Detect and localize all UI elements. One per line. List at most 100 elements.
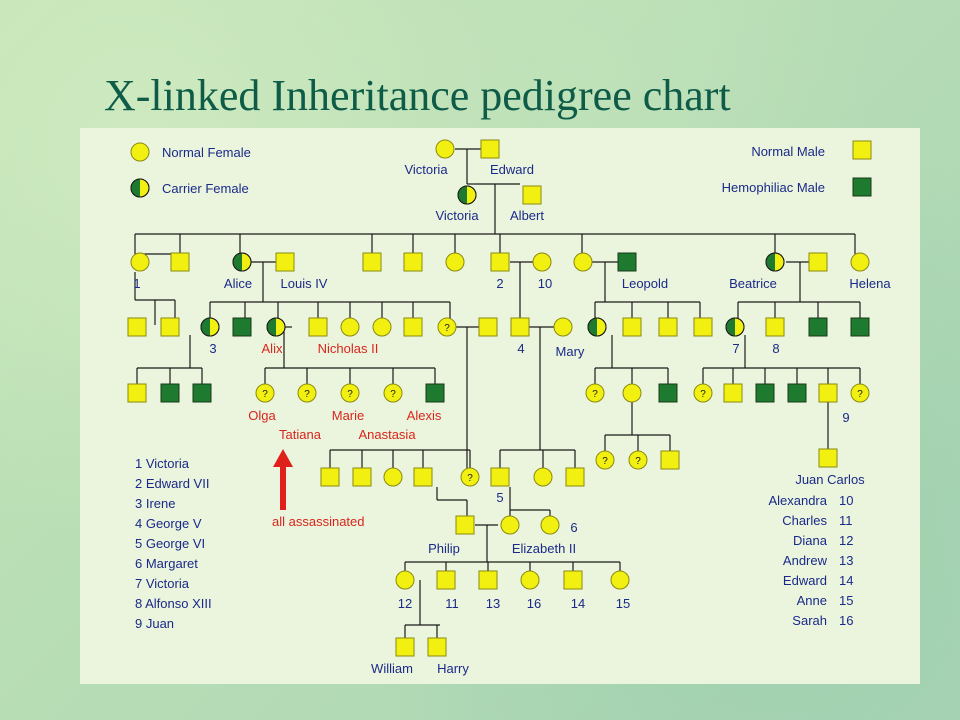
male-symbol xyxy=(723,383,743,403)
hemophiliac-male-symbol xyxy=(425,383,445,403)
male-symbol xyxy=(522,185,542,205)
person-label: 15 xyxy=(616,596,630,611)
unknown-mark: ? xyxy=(602,456,608,467)
unknown-mark: ? xyxy=(444,323,450,334)
hemophiliac-male-symbol xyxy=(160,383,180,403)
female-symbol xyxy=(610,570,630,590)
unknown-mark: ? xyxy=(262,389,268,400)
male-symbol xyxy=(765,317,785,337)
person-label: 2 xyxy=(496,276,503,291)
female-symbol xyxy=(520,570,540,590)
female-symbol xyxy=(595,450,615,470)
person-label: 11 xyxy=(445,596,459,611)
person-label: Mary xyxy=(556,344,585,359)
key-right-name: Edward xyxy=(783,573,827,588)
female-symbol xyxy=(532,252,552,272)
female-symbol xyxy=(383,383,403,403)
female-symbol xyxy=(255,383,275,403)
carrier-half-fill xyxy=(766,253,775,271)
carrier-half-fill xyxy=(458,186,467,204)
unknown-mark: ? xyxy=(857,389,863,400)
key-right-name: Charles xyxy=(782,513,827,528)
female-symbol xyxy=(130,252,150,272)
female-symbol xyxy=(435,139,455,159)
legend-normal-male: Normal Male xyxy=(751,144,825,159)
female-symbol xyxy=(850,383,870,403)
male-symbol xyxy=(413,467,433,487)
key-left-entry: 3 Irene xyxy=(135,496,175,511)
female-symbol xyxy=(628,450,648,470)
male-symbol xyxy=(403,317,423,337)
male-symbol xyxy=(436,570,456,590)
male-symbol xyxy=(455,515,475,535)
legend-hemophiliac-male: Hemophiliac Male xyxy=(722,180,825,195)
carrier-half-fill xyxy=(233,253,242,271)
hemophiliac-male-symbol xyxy=(852,177,872,197)
female-symbol xyxy=(622,383,642,403)
person-label: 7 xyxy=(732,341,739,356)
key-left-entry: 5 George VI xyxy=(135,536,205,551)
romanov-label: Anastasia xyxy=(358,427,416,442)
unknown-mark: ? xyxy=(592,389,598,400)
person-label: Albert xyxy=(510,208,544,223)
key-right-name: Sarah xyxy=(792,613,827,628)
annotation-label: all assassinated xyxy=(272,514,365,529)
female-symbol xyxy=(553,317,573,337)
person-label: 8 xyxy=(772,341,779,356)
female-symbol xyxy=(383,467,403,487)
key-left-entry: 2 Edward VII xyxy=(135,476,209,491)
red-arrow-icon xyxy=(273,449,293,510)
key-left-entry: 8 Alfonso XIII xyxy=(135,596,212,611)
female-symbol xyxy=(340,383,360,403)
person-label: 14 xyxy=(571,596,585,611)
key-left-entry: 7 Victoria xyxy=(135,576,190,591)
female-symbol xyxy=(130,142,150,162)
person-label: 6 xyxy=(570,520,577,535)
male-symbol xyxy=(308,317,328,337)
female-symbol xyxy=(340,317,360,337)
romanov-label: Marie xyxy=(332,408,365,423)
unknown-mark: ? xyxy=(700,389,706,400)
person-label: Edward xyxy=(490,162,534,177)
romanov-label: Alexis xyxy=(407,408,442,423)
unknown-mark: ? xyxy=(390,389,396,400)
male-symbol xyxy=(818,383,838,403)
hemophiliac-male-symbol xyxy=(617,252,637,272)
male-symbol xyxy=(127,317,147,337)
person-label: Victoria xyxy=(404,162,448,177)
carrier-half-fill xyxy=(267,318,276,336)
hemophiliac-male-symbol xyxy=(850,317,870,337)
male-symbol xyxy=(808,252,828,272)
person-label: Louis IV xyxy=(281,276,328,291)
carrier-outline xyxy=(266,317,286,337)
slide-title: X-linked Inheritance pedigree chart xyxy=(104,71,731,120)
person-label: 5 xyxy=(496,490,503,505)
female-symbol xyxy=(693,383,713,403)
person-label: William xyxy=(371,661,413,676)
male-symbol xyxy=(658,317,678,337)
romanov-label: Nicholas II xyxy=(318,341,379,356)
carrier-half-fill xyxy=(201,318,210,336)
female-symbol xyxy=(460,467,480,487)
female-symbol xyxy=(500,515,520,535)
key-right-name: Diana xyxy=(793,533,828,548)
carrier-outline xyxy=(232,252,252,272)
person-label: Alice xyxy=(224,276,252,291)
carrier-half-fill xyxy=(588,318,597,336)
female-symbol xyxy=(395,570,415,590)
male-symbol xyxy=(127,383,147,403)
key-right-name: Anne xyxy=(797,593,827,608)
male-symbol xyxy=(352,467,372,487)
person-label: Harry xyxy=(437,661,469,676)
key-right-number: 16 xyxy=(839,613,853,628)
person-label: 4 xyxy=(517,341,524,356)
hemophiliac-male-symbol xyxy=(755,383,775,403)
key-right-number: 15 xyxy=(839,593,853,608)
unknown-mark: ? xyxy=(467,473,473,484)
female-symbol xyxy=(372,317,392,337)
male-symbol xyxy=(403,252,423,272)
carrier-outline xyxy=(130,178,150,198)
hemophiliac-male-symbol xyxy=(808,317,828,337)
male-symbol xyxy=(490,252,510,272)
